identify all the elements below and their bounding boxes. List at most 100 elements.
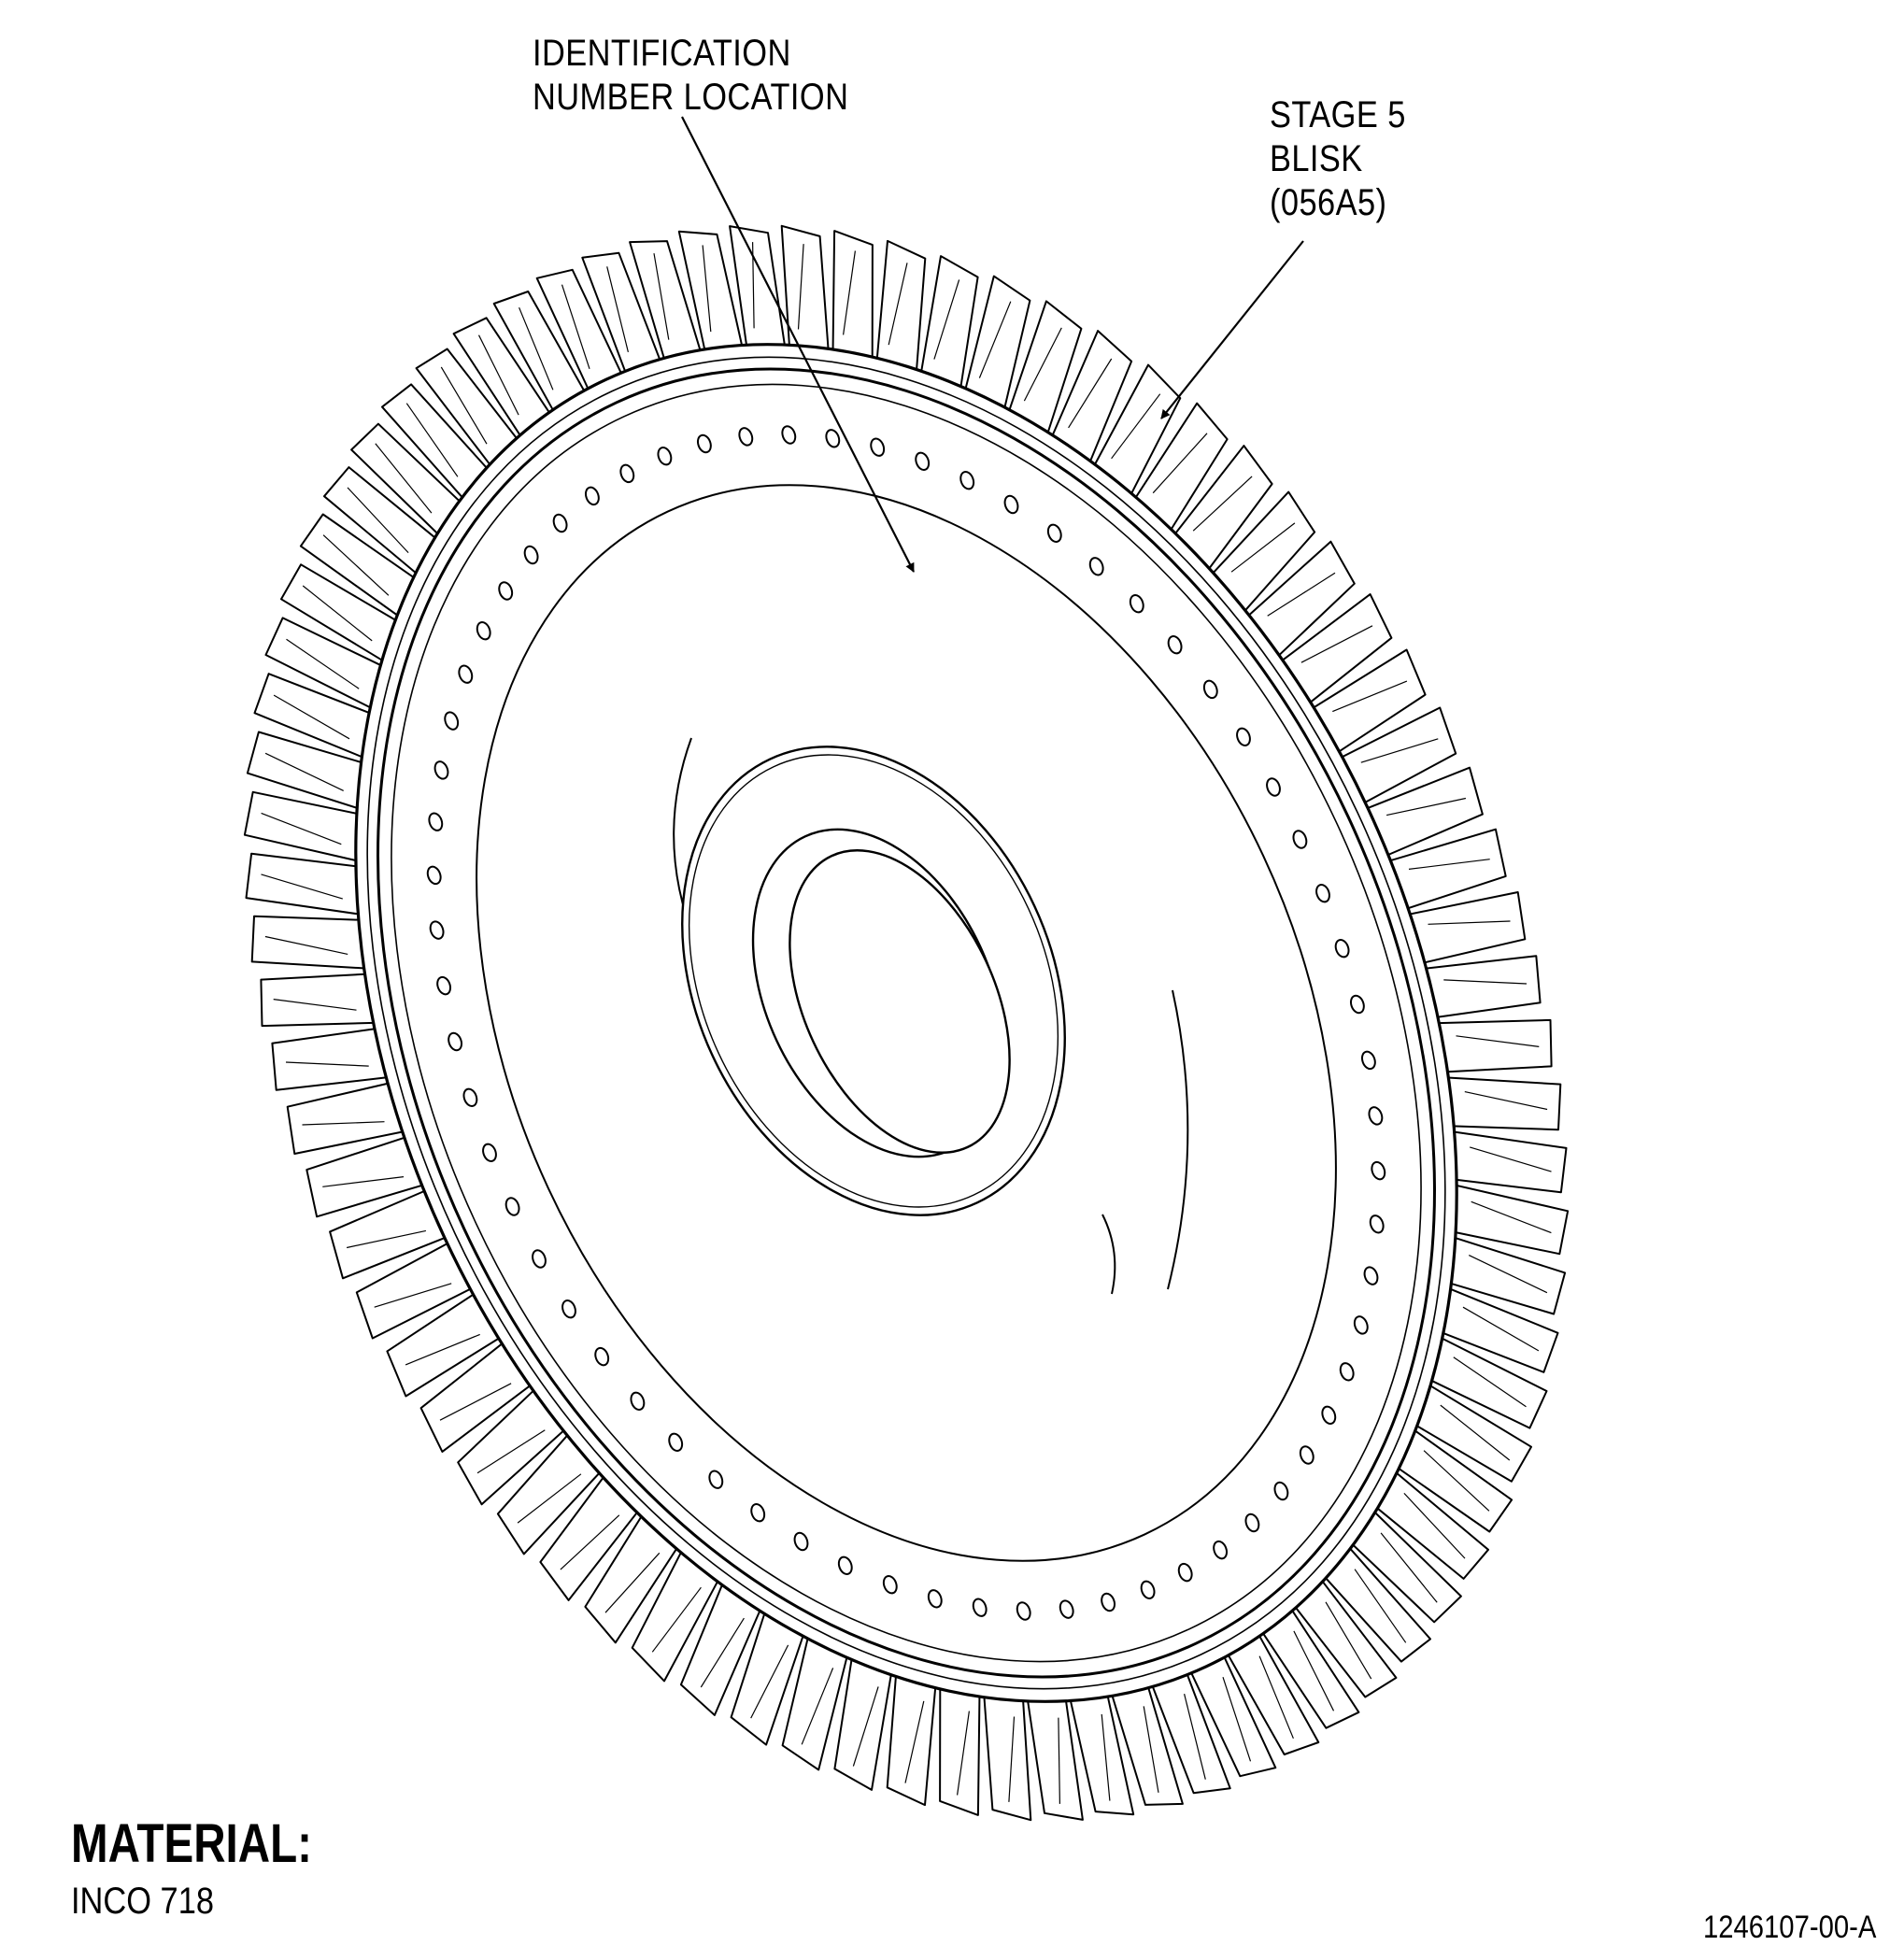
blade-camber-line xyxy=(1192,476,1253,532)
blade-camber-line xyxy=(560,1514,620,1570)
blade-camber-line xyxy=(604,1552,661,1613)
blade-camber-line xyxy=(651,1586,702,1653)
blade-camber-line xyxy=(1464,1091,1548,1111)
blade-camber-line xyxy=(1068,358,1113,429)
blade xyxy=(939,1683,981,1816)
blade xyxy=(250,915,370,970)
bolt-hole xyxy=(657,447,673,466)
bolt-hole xyxy=(594,1346,610,1367)
identification-callout-line-1: IDENTIFICATION xyxy=(533,33,791,74)
blade-camber-line xyxy=(347,487,409,554)
stage-callout-line-3: (056A5) xyxy=(1270,181,1387,223)
bolt-hole xyxy=(668,1432,684,1452)
bolt-hole xyxy=(1059,1599,1074,1619)
blade-camber-line xyxy=(1403,1492,1466,1559)
bolt-hole xyxy=(1016,1601,1031,1621)
blade-camber-line xyxy=(843,250,856,335)
blade-camber-line xyxy=(1023,327,1062,402)
blade-camber-line xyxy=(302,585,373,642)
blade-camber-line xyxy=(1184,1693,1206,1780)
blade xyxy=(780,224,830,355)
blade xyxy=(1442,1076,1562,1131)
blade-camber-line xyxy=(888,263,908,346)
bore-inner xyxy=(789,849,1011,1154)
blade-camber-line xyxy=(302,1121,385,1126)
blade xyxy=(886,1670,937,1807)
blade xyxy=(245,852,364,916)
blade-camber-line xyxy=(439,1383,512,1421)
blade-camber-line xyxy=(517,1473,582,1524)
bolt-hole xyxy=(1003,494,1019,515)
bolt-hole xyxy=(1244,1513,1260,1533)
blade xyxy=(1448,1129,1568,1194)
bolt-hole xyxy=(433,760,449,780)
bolt-hole xyxy=(793,1531,809,1552)
blade xyxy=(875,239,927,376)
blade-camber-line xyxy=(606,266,629,353)
bolt-hole xyxy=(1321,1405,1337,1425)
material-heading: MATERIAL: xyxy=(71,1813,313,1874)
bolt-hole xyxy=(781,425,797,445)
blade-camber-line xyxy=(1471,1200,1552,1234)
bolt-hole xyxy=(1167,635,1183,655)
bolt-hole xyxy=(1273,1481,1289,1501)
material-value: INCO 718 xyxy=(71,1881,214,1922)
bolt-hole xyxy=(1353,1315,1369,1335)
blade-camber-line xyxy=(978,301,1012,378)
bolt-hole xyxy=(750,1503,766,1523)
blade-camber-line xyxy=(1267,572,1336,617)
blade-camber-line xyxy=(273,999,357,1011)
bolt-hole xyxy=(1299,1445,1314,1465)
bolt-hole xyxy=(1292,830,1308,849)
blade-camber-line xyxy=(273,694,350,740)
blade-camber-line xyxy=(1293,1630,1335,1711)
identification-leader-arrow xyxy=(681,116,915,573)
blade-camber-line xyxy=(1453,1356,1527,1408)
bolt-hole xyxy=(959,471,975,490)
bolt-hole xyxy=(504,1197,520,1216)
blade-camber-line xyxy=(1354,1569,1407,1643)
blade-camber-line xyxy=(1101,1713,1111,1801)
bolt-hole xyxy=(708,1470,724,1489)
blade-camber-line xyxy=(1470,1146,1552,1172)
bolt-hole xyxy=(1129,594,1144,614)
blade-camber-line xyxy=(1152,433,1208,494)
stage-leader-arrow xyxy=(1160,240,1304,419)
blade-camber-line xyxy=(405,403,459,477)
blade-camber-line xyxy=(1143,1706,1159,1793)
bolt-hole xyxy=(837,1555,853,1575)
bolt-hole xyxy=(619,463,635,484)
blade-camber-line xyxy=(957,1711,970,1796)
blade-camber-line xyxy=(1408,859,1490,870)
bolt-hole xyxy=(561,1300,576,1319)
blade-ring xyxy=(243,224,1570,1822)
bolt-hole xyxy=(1236,727,1251,746)
bolt-hole xyxy=(429,920,445,940)
stage-callout: STAGE 5 BLISK (056A5) xyxy=(1270,93,1406,224)
bolt-hole xyxy=(738,427,754,447)
blade-camber-line xyxy=(264,752,344,791)
blade-camber-line xyxy=(346,1229,427,1249)
bolt-hole xyxy=(1101,1592,1116,1612)
bolt-hole xyxy=(523,545,539,565)
blade xyxy=(983,1691,1032,1822)
bolt-hole xyxy=(882,1575,898,1595)
blade-camber-line xyxy=(1360,738,1439,763)
blade-camber-line xyxy=(1300,625,1373,663)
bolt-hole xyxy=(1334,939,1350,959)
hub-shading-arc-lower xyxy=(1101,1214,1116,1295)
blade-camber-line xyxy=(1423,1450,1490,1512)
blade-camber-line xyxy=(1258,1655,1294,1740)
blade-camber-line xyxy=(561,284,590,369)
blade-camber-line xyxy=(286,638,360,689)
bolt-hole xyxy=(552,513,568,533)
blade-camber-line xyxy=(1230,522,1296,573)
leader-lines xyxy=(681,116,1304,573)
bolt-hole xyxy=(1213,1540,1229,1560)
bolt-hole xyxy=(1177,1562,1193,1583)
blade-camber-line xyxy=(933,279,960,360)
identification-callout: IDENTIFICATION NUMBER LOCATION xyxy=(533,32,848,120)
bolt-hole xyxy=(1368,1106,1384,1126)
bolt-hole xyxy=(1088,557,1104,576)
